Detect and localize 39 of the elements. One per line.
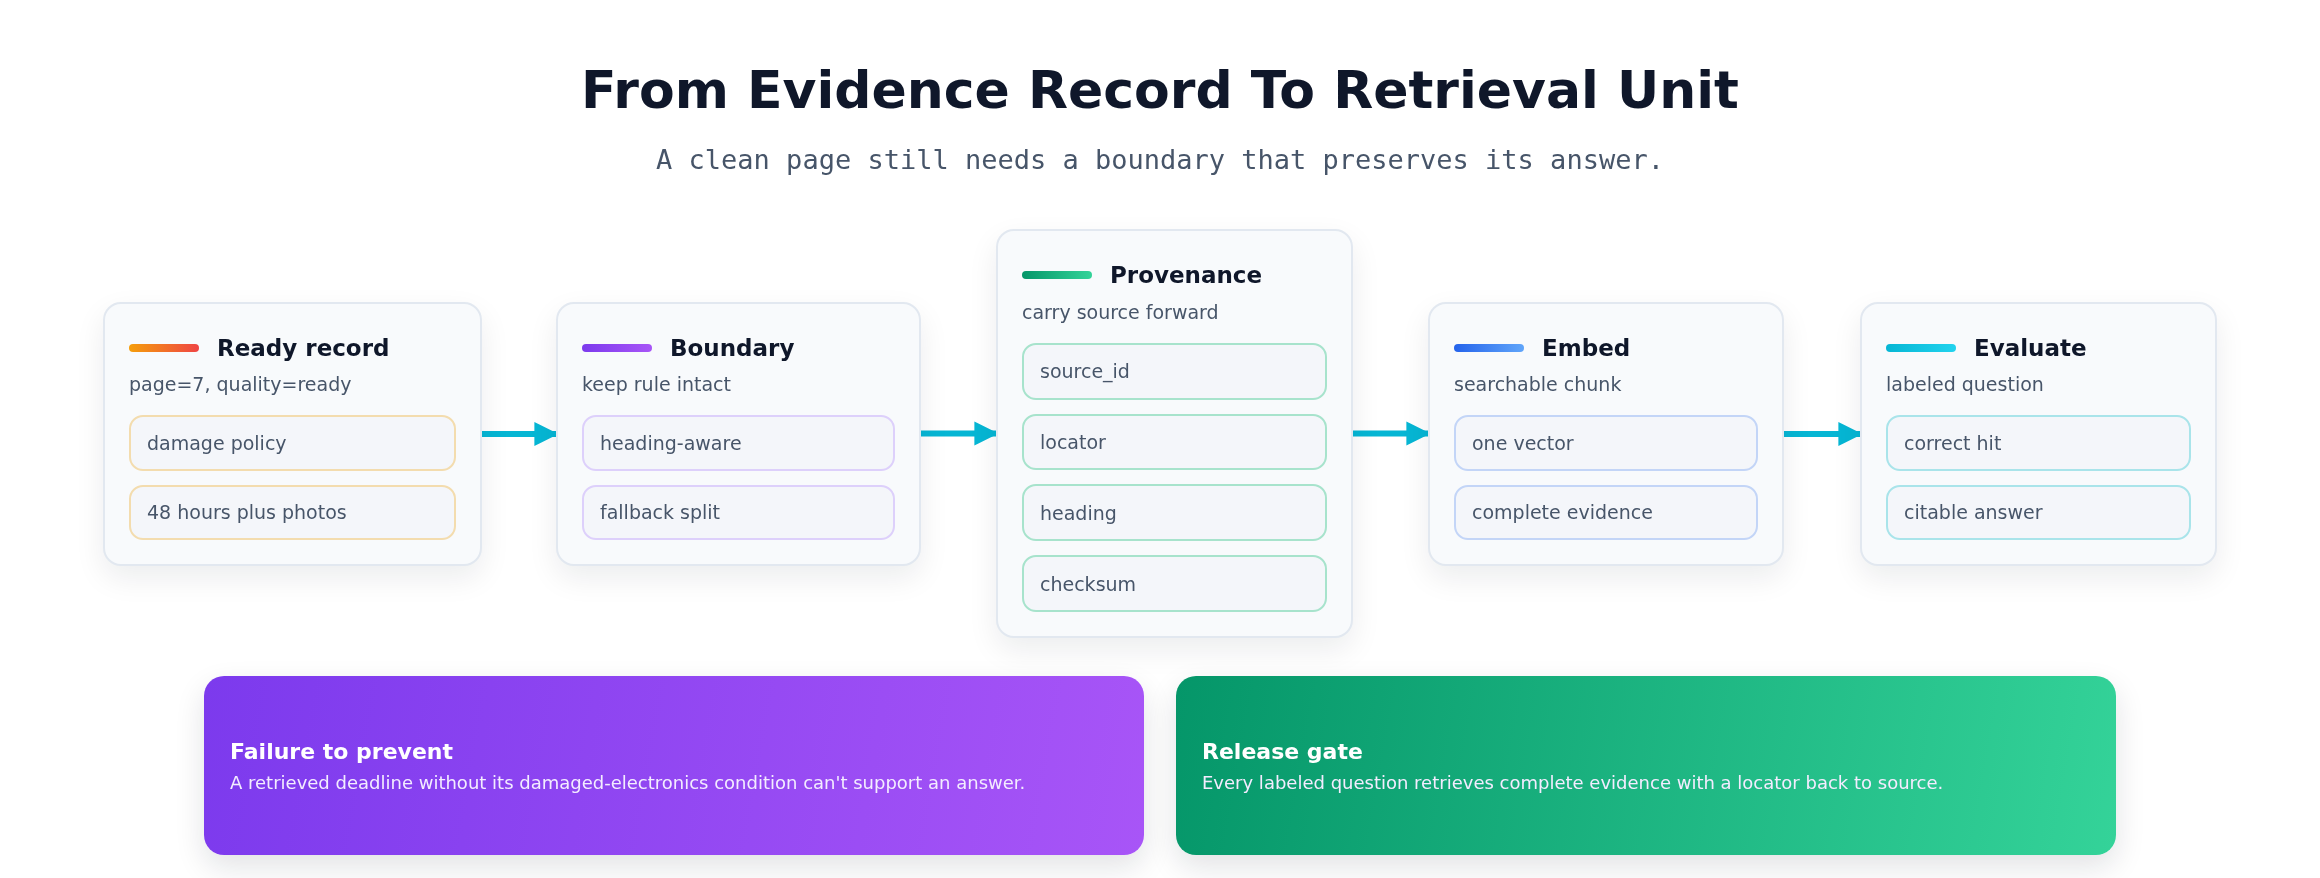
panel-heading: Release gate bbox=[1202, 738, 1364, 764]
field-chip: one vector bbox=[1454, 415, 1758, 471]
stage-card bbox=[103, 302, 482, 566]
card-subtitle: keep rule intact bbox=[582, 373, 732, 396]
card-subtitle: searchable chunk bbox=[1454, 373, 1623, 396]
field-chip: heading bbox=[1022, 484, 1327, 542]
stage-card bbox=[1428, 302, 1784, 566]
card-subtitle: labeled question bbox=[1886, 373, 2045, 396]
stage-card bbox=[556, 302, 921, 566]
field-chip: locator bbox=[1022, 413, 1327, 471]
field-chip: heading-aware bbox=[582, 415, 895, 471]
field-chip: complete evidence bbox=[1454, 484, 1758, 540]
subtitle: A clean page still needs a boundary that preserves its answer. bbox=[655, 144, 1665, 175]
card-subtitle: page=7, quality=ready bbox=[129, 373, 353, 396]
card-title: Ready record bbox=[217, 334, 390, 361]
field-chip: correct hit bbox=[1886, 415, 2191, 471]
arrow bbox=[921, 421, 999, 446]
field-chip: fallback split bbox=[582, 484, 895, 540]
panel-heading: Failure to prevent bbox=[230, 738, 454, 764]
panel-text: A retrieved deadline without its damaged-electronics condition can't support an answer. bbox=[230, 771, 1027, 793]
panel-text: Every labeled question retrieves complete evidence with a locator back to source. bbox=[1202, 771, 1945, 793]
field-chip: damage policy bbox=[129, 415, 456, 471]
arrow bbox=[482, 422, 559, 446]
stage-card bbox=[996, 229, 1353, 638]
card-title: Provenance bbox=[1110, 261, 1263, 288]
card-subtitle: carry source forward bbox=[1022, 300, 1220, 323]
summary-panel bbox=[1176, 676, 2116, 855]
card-title: Boundary bbox=[670, 334, 795, 361]
diagram-title: From Evidence Record To Retrieval Unit bbox=[580, 60, 1740, 120]
field-chip: citable answer bbox=[1886, 484, 2191, 540]
field-chip: checksum bbox=[1022, 555, 1327, 612]
card-title: Embed bbox=[1542, 334, 1631, 361]
card-title: Evaluate bbox=[1974, 334, 2087, 361]
arrow bbox=[1784, 422, 1863, 446]
summary-panel bbox=[204, 676, 1144, 855]
stage-card bbox=[1860, 302, 2217, 566]
arrow bbox=[1353, 421, 1431, 446]
field-chip: source_id bbox=[1022, 342, 1327, 400]
field-chip: 48 hours plus photos bbox=[129, 484, 456, 540]
